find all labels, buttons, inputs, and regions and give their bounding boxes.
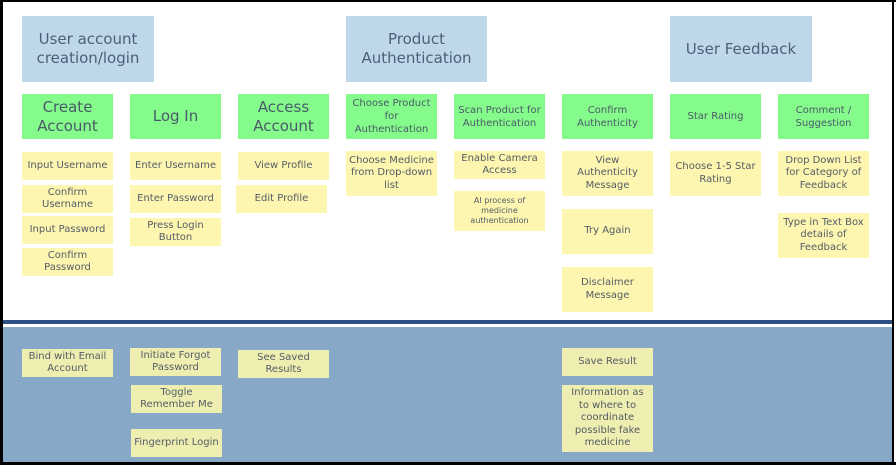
feature-confirm-authenticity: Confirm Authenticity	[562, 94, 653, 139]
sticky-try-again: Try Again	[562, 209, 653, 254]
sticky-choose-star-rating: Choose 1-5 Star Rating	[670, 151, 761, 196]
sticky-view-authenticity-message: View Authenticity Message	[562, 151, 653, 196]
sticky-enter-password: Enter Password	[130, 185, 221, 213]
feature-log-in: Log In	[130, 94, 221, 139]
sticky-choose-medicine: Choose Medicine from Drop-down list	[346, 151, 437, 196]
frame-border-bottom	[0, 462, 896, 465]
sticky-bind-email: Bind with Email Account	[22, 349, 113, 377]
sticky-feedback-category-dropdown: Drop Down List for Category of Feedback	[778, 151, 869, 196]
frame-border-left	[0, 0, 3, 465]
frame-border-right	[892, 0, 894, 465]
category-product-authentication: Product Authentication	[346, 16, 487, 82]
feature-star-rating: Star Rating	[670, 94, 761, 139]
section-divider	[3, 320, 892, 324]
sticky-fake-medicine-info: Information as to where to coordinate po…	[562, 385, 653, 452]
sticky-input-username: Input Username	[22, 152, 113, 180]
sticky-enable-camera: Enable Camera Access	[454, 151, 545, 179]
feature-choose-product: Choose Product for Authentication	[346, 94, 437, 139]
sticky-press-login-button: Press Login Button	[130, 218, 221, 246]
feature-scan-product: Scan Product for Authentication	[454, 94, 545, 139]
sticky-see-saved-results: See Saved Results	[238, 350, 329, 378]
sticky-save-result: Save Result	[562, 348, 653, 376]
sticky-disclaimer-message: Disclaimer Message	[562, 267, 653, 312]
sticky-confirm-username: Confirm Username	[22, 185, 113, 213]
section-divider-gap	[3, 324, 892, 327]
sticky-forgot-password: Initiate Forgot Password	[130, 348, 221, 376]
sticky-ai-process: AI process of medicine authentication	[454, 191, 545, 231]
sticky-edit-profile: Edit Profile	[236, 185, 327, 213]
frame-border-top	[0, 0, 896, 2]
sticky-enter-username: Enter Username	[130, 152, 221, 180]
sticky-view-profile: View Profile	[238, 152, 329, 180]
feature-access-account: Access Account	[238, 94, 329, 139]
sticky-remember-me: Toggle Remember Me	[131, 385, 222, 413]
feature-create-account: Create Account	[22, 94, 113, 139]
sticky-confirm-password: Confirm Password	[22, 248, 113, 276]
sticky-fingerprint-login: Fingerprint Login	[131, 429, 222, 457]
category-user-account: User account creation/login	[22, 16, 154, 82]
feature-comment-suggestion: Comment / Suggestion	[778, 94, 869, 139]
sticky-input-password: Input Password	[22, 216, 113, 244]
sticky-feedback-text-box: Type in Text Box details of Feedback	[778, 213, 869, 258]
category-user-feedback: User Feedback	[670, 16, 812, 82]
